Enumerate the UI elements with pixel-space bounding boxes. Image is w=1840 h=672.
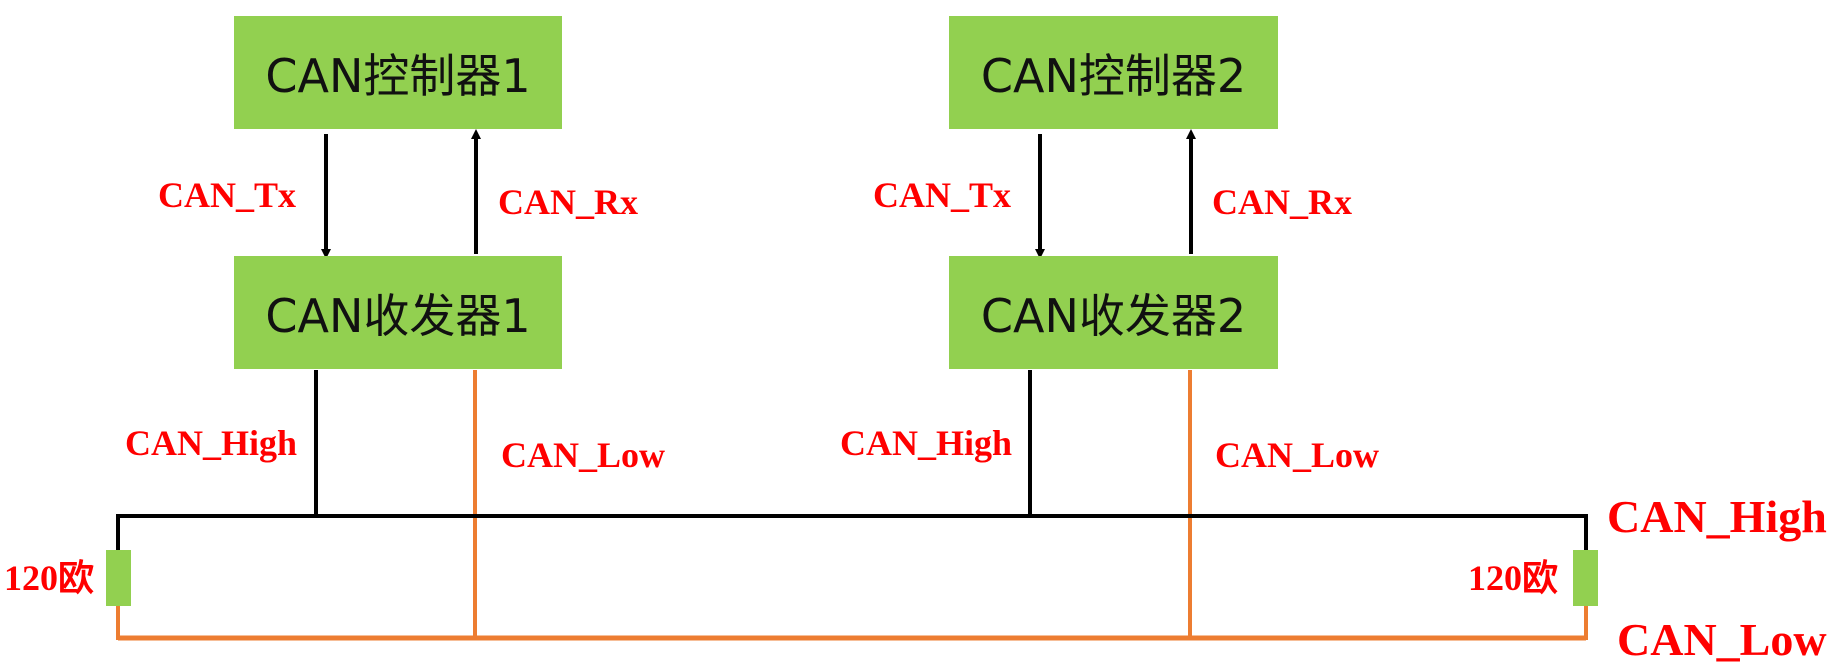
termination-resistor-right <box>1573 550 1598 606</box>
low-label-2: CAN_Low <box>1215 435 1380 475</box>
can-controller-2: CAN控制器2 <box>949 16 1278 129</box>
rx-label-2: CAN_Rx <box>1212 182 1352 222</box>
can-transceiver-1: CAN收发器1 <box>234 256 562 369</box>
high-label-2: CAN_High <box>840 423 1013 463</box>
bus-low-label: CAN_Low <box>1617 614 1827 665</box>
resistor-label-right: 120欧 <box>1468 558 1559 598</box>
rx-label-1: CAN_Rx <box>498 182 638 222</box>
high-label-1: CAN_High <box>125 423 298 463</box>
low-label-1: CAN_Low <box>501 435 666 475</box>
termination-resistor-left <box>106 550 131 606</box>
can-controller-1: CAN控制器1 <box>234 16 562 129</box>
can-transceiver-2: CAN收发器2 <box>949 256 1278 369</box>
tx-label-1: CAN_Tx <box>158 175 297 215</box>
resistor-label-left: 120欧 <box>4 558 95 598</box>
bus-high-label: CAN_High <box>1607 491 1827 542</box>
tx-label-2: CAN_Tx <box>873 175 1012 215</box>
